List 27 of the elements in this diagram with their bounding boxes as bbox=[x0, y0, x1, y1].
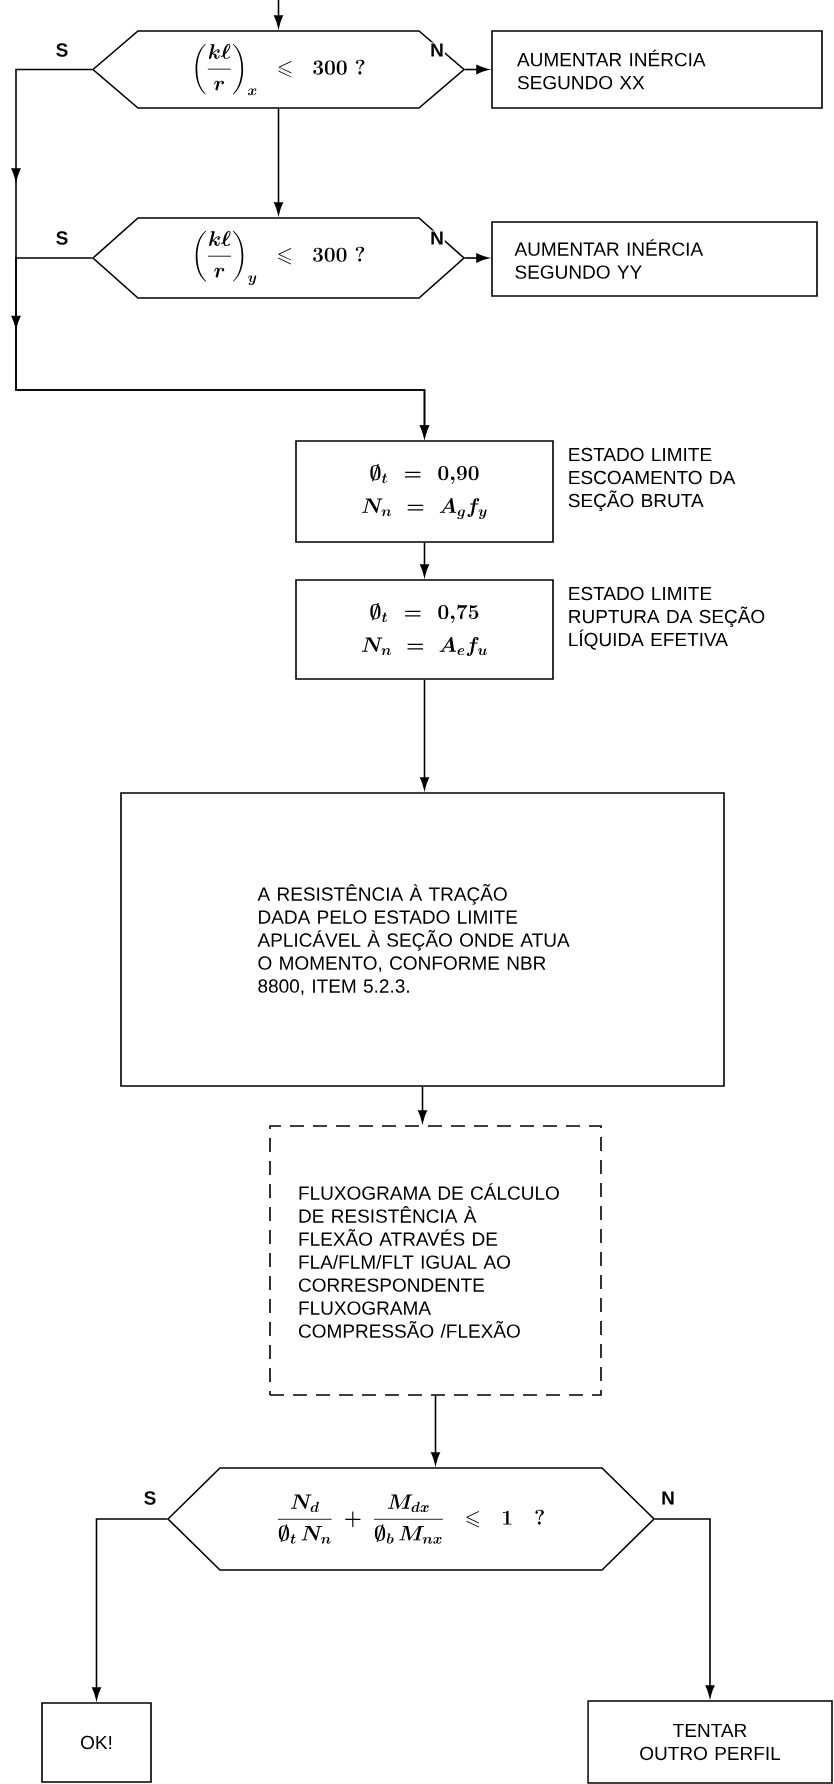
arrow bbox=[431, 1395, 440, 1465]
edge-label: S bbox=[54, 230, 70, 246]
process-box: AUMENTAR INÉRCIA SEGUNDO YY bbox=[491, 221, 818, 297]
dashed-process-box: FLUXOGRAMA DE CÁLCULO DE RESISTÊNCIA À FLEXÃO ATRAVÉS DE FLA/FLM/FLT IGUAL AO CORRESPONDENTE FLUXOGRAMA COMPRESSÃO /FLEXÃO bbox=[269, 1125, 602, 1396]
process-box: OK! bbox=[41, 1702, 152, 1783]
arrow bbox=[11, 257, 429, 438]
arrow bbox=[420, 679, 429, 790]
edge-label: S bbox=[142, 1490, 158, 1506]
arrow bbox=[274, 108, 283, 215]
arrow bbox=[274, 0, 283, 28]
edge-label: N bbox=[660, 1490, 676, 1506]
arrow bbox=[464, 65, 489, 74]
process-box: $\emptyset_t = 0{,}90$ $N_n = A_g f_y$ bbox=[295, 440, 554, 543]
arrow bbox=[420, 542, 429, 577]
annotation-text: ESTADO LIMITE ESCOAMENTO DA SEÇÃO BRUTA bbox=[568, 447, 736, 512]
edge-label: N bbox=[429, 230, 445, 246]
arrow bbox=[654, 1518, 715, 1698]
process-box: TENTAR OUTRO PERFIL bbox=[587, 1700, 833, 1784]
edge-label: S bbox=[54, 42, 70, 58]
arrow bbox=[418, 1086, 427, 1123]
process-box: $\emptyset_t = 0{,}75$ $N_n = A_e f_u$ bbox=[295, 579, 554, 680]
arrow bbox=[464, 253, 489, 263]
edge-label: N bbox=[429, 42, 445, 58]
arrow bbox=[92, 1518, 168, 1700]
process-box: A RESISTÊNCIA À TRAÇÃO DADA PELO ESTADO LIMITE APLICÁVEL À SEÇÃO ONDE ATUA O MOMENTO, CONFORME NBR 8800, ITEM 5.2.3. bbox=[120, 792, 725, 1087]
process-box: AUMENTAR INÉRCIA SEGUNDO XX bbox=[491, 30, 823, 109]
annotation-text: ESTADO LIMITE RUPTURA DA SEÇÃO LÍQUIDA EFETIVA bbox=[569, 586, 765, 650]
